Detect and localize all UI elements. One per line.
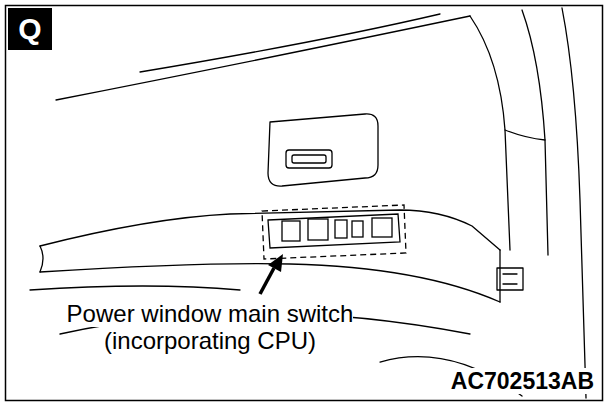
figure-code-text: AC702513AB [451,368,594,394]
leader-arrow [260,254,283,294]
figure-letter: Q [18,14,41,44]
part-name: Power window main switch (incorporating … [28,300,392,354]
figure-letter-box: Q [8,8,52,50]
part-name-text: Power window main switch (incorporating … [67,300,354,354]
door-panel [30,8,586,398]
figure-frame [6,6,603,401]
switch-panel [262,205,406,259]
figure-code: AC702513AB [394,368,594,394]
